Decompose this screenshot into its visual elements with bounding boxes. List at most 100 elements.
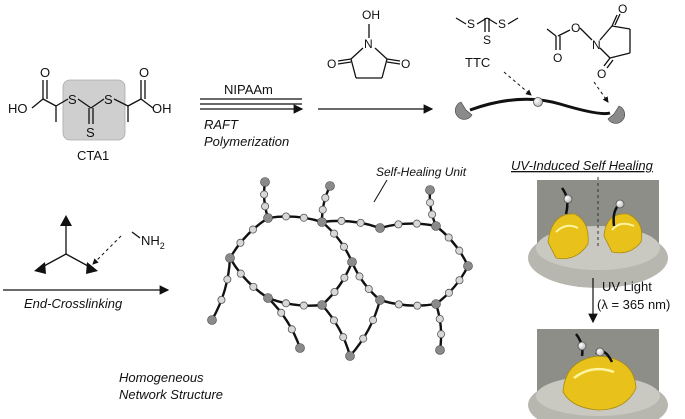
raft-label: RAFT	[204, 117, 239, 132]
crosslink-junction-icon	[325, 181, 335, 191]
cta1-oh-label: OH	[152, 101, 172, 116]
polymer-strand	[321, 219, 381, 230]
crosslink-junction-icon	[431, 299, 441, 309]
crosslink-junction-icon	[260, 177, 270, 187]
self-healing-unit-icon	[217, 295, 226, 304]
polymer-strand	[321, 261, 354, 306]
self-healing-unit-icon	[299, 213, 308, 222]
self-healing-unit-icon	[444, 288, 453, 297]
crosslink-junction-icon	[317, 300, 327, 310]
crosslink-junction-icon	[347, 257, 357, 267]
uv-healing-title: UV-Induced Self Healing	[511, 158, 654, 173]
self-healing-unit-icon	[236, 238, 245, 247]
self-healing-unit-icon	[356, 218, 365, 227]
self-healing-unit-icon	[299, 301, 308, 310]
cta1-s-right: S	[104, 92, 113, 107]
polymer-strand	[321, 304, 352, 357]
amine-label: NH2	[141, 233, 165, 251]
self-healing-unit-icon	[359, 334, 368, 343]
ttc-molecule	[455, 17, 519, 32]
self-healing-unit-icon	[321, 193, 330, 202]
triamine-crosslinker	[34, 215, 141, 274]
left-end-group-icon	[455, 101, 473, 120]
crosslink-junction-icon	[345, 351, 355, 361]
crosslink-junction-icon	[425, 185, 435, 195]
self-healing-unit-label: Self-Healing Unit	[376, 165, 467, 179]
self-healing-unit-icon	[329, 316, 338, 325]
crosslink-junction-icon	[263, 213, 273, 223]
polymer-strand	[321, 221, 354, 263]
honeycomb-network	[207, 177, 473, 361]
healing-photo-before	[528, 177, 668, 288]
ester-o-bottom: O	[597, 67, 606, 81]
self-healing-unit-icon	[330, 229, 339, 238]
self-healing-unit-icon	[444, 233, 453, 242]
self-healing-unit-icon	[248, 225, 257, 234]
end-crosslinking-label: End-Crosslinking	[24, 296, 123, 311]
polymer-strand	[320, 185, 332, 223]
ttc-label: TTC	[465, 55, 490, 70]
crosslink-junction-icon	[435, 345, 445, 355]
healing-photo-after	[528, 329, 668, 419]
self-healing-unit-icon	[318, 205, 327, 214]
ttc-unit-icon	[533, 97, 543, 107]
uv-wavelength-label: (λ = 365 nm)	[597, 297, 670, 312]
crosslink-junction-icon	[431, 221, 441, 231]
uv-light-label: UV Light	[602, 279, 652, 294]
self-healing-unit-icon	[287, 325, 296, 334]
crosslink-junction-icon	[317, 217, 327, 227]
polymer-strand	[379, 222, 437, 230]
ttc-s-left: S	[467, 17, 475, 31]
polymerization-label: Polymerization	[204, 134, 289, 149]
crosslink-junction-icon	[207, 315, 217, 325]
reagent-nipaam: NIPAAm	[224, 82, 273, 97]
nhs-n-label: N	[364, 37, 373, 51]
polymer-strand	[434, 303, 443, 351]
polymer-strand	[267, 296, 323, 307]
telechelic-polymer	[455, 71, 625, 124]
self-healing-unit-icon	[369, 316, 378, 325]
crosslink-junction-icon	[463, 261, 473, 271]
self-healing-unit-icon	[236, 269, 245, 278]
polymer-strand	[428, 189, 438, 227]
self-healing-unit-icon	[223, 275, 232, 284]
raft-arrow: NIPAAm RAFT Polymerization	[200, 82, 304, 149]
ttc-s-right: S	[498, 17, 506, 31]
self-healing-unit-icon	[277, 308, 286, 317]
ester-o-top: O	[571, 21, 580, 35]
self-healing-unit-icon	[435, 314, 444, 323]
self-healing-unit-icon	[249, 282, 258, 291]
crosslink-junction-icon	[225, 253, 235, 263]
nhs-molecule	[337, 24, 401, 79]
self-healing-unit-icon	[261, 202, 270, 211]
self-healing-unit-icon	[330, 287, 339, 296]
ttc-s-bottom: S	[483, 33, 491, 47]
self-healing-unit-icon	[339, 242, 348, 251]
nhs-oh-label: OH	[362, 8, 380, 22]
ester-o-carbonyl: O	[553, 51, 562, 65]
self-healing-unit-icon	[428, 210, 437, 219]
crosslink-junction-icon	[263, 293, 273, 303]
self-healing-unit-icon	[364, 284, 373, 293]
nhs-o-left: O	[327, 57, 336, 71]
polymer-strand	[379, 298, 437, 307]
cta1-ho-label: HO	[8, 101, 28, 116]
polymer-strand	[262, 181, 270, 219]
self-healing-unit-icon	[413, 301, 422, 310]
cta1-o-right: O	[139, 65, 149, 80]
network-structure-line1: Homogeneous	[119, 370, 204, 385]
crosslink-junction-icon	[295, 343, 305, 353]
cta1-highlight-box	[62, 79, 126, 141]
self-healing-unit-icon	[281, 299, 290, 308]
ester-o-top-right: O	[618, 2, 627, 16]
polymer-strand	[349, 299, 382, 357]
nhs-o-right: O	[401, 57, 410, 71]
cta1-s-left: S	[68, 92, 77, 107]
polymer-strand	[435, 225, 470, 267]
self-healing-unit-icon	[282, 212, 291, 221]
polymer-strand	[228, 216, 269, 259]
cta1-label: CTA1	[77, 148, 109, 163]
polymer-strand	[350, 261, 381, 301]
self-healing-unit-icon	[455, 276, 464, 285]
